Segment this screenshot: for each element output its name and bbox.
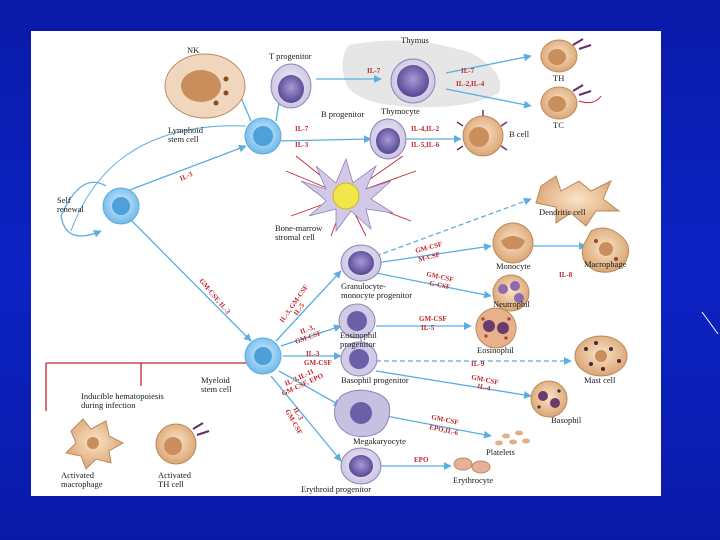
myeloid-stem-cell xyxy=(244,337,282,375)
label-act-th-2: TH cell xyxy=(158,479,184,489)
cyto-ery-epo: EPO xyxy=(414,456,429,464)
lymphoid-stem-cell xyxy=(244,117,282,155)
nk-cell xyxy=(164,53,246,119)
erythroid-progenitor-cell xyxy=(340,447,382,485)
hematopoiesis-diagram: NK T progenitor Thymus Thymocyte TH TC L… xyxy=(31,31,661,496)
label-inducible-1: Inducible hematopoiesis xyxy=(81,391,164,401)
th-cell xyxy=(540,38,592,73)
granulocyte-monocyte-progenitor-cell xyxy=(340,244,382,282)
label-macrophage: Macrophage xyxy=(584,259,627,269)
left-loop-arrow xyxy=(70,125,247,232)
inducible-bracket xyxy=(45,362,251,411)
cyto-thymocyte-il2il4: IL-2,IL-4 xyxy=(456,80,485,88)
erythrocytes xyxy=(453,457,491,474)
label-eo-progenitor-1: Eosinophil xyxy=(340,330,377,340)
cyto-mast-il9: IL-9 xyxy=(471,360,485,368)
label-thymocyte: Thymocyte xyxy=(381,106,420,116)
label-basophil: Basophil xyxy=(551,415,582,425)
label-stromal-1: Bone-marrow xyxy=(275,223,323,233)
label-eosinophil: Eosinophil xyxy=(477,345,514,355)
label-dendritic: Dendritic cell xyxy=(539,207,586,217)
hematopoietic-stem-cell xyxy=(102,187,140,225)
thymocyte-cell xyxy=(390,58,436,104)
eosinophil-progenitor-cell xyxy=(338,303,376,339)
cyto-basophil-il4: IL-4 xyxy=(477,382,492,393)
label-thymus: Thymus xyxy=(401,35,429,45)
basophil-cell xyxy=(530,380,568,418)
cyto-eo-gmcsf: GM-CSF xyxy=(419,315,447,323)
cyto-lymphoid-il7: IL-7 xyxy=(295,125,309,133)
label-erythroid: Erythroid progenitor xyxy=(301,484,371,494)
b-cell xyxy=(456,110,508,157)
cyto-self-il3: IL-3 xyxy=(178,170,194,183)
macrophage-cell xyxy=(581,227,630,273)
basophil-progenitor-cell xyxy=(340,341,378,377)
label-th: TH xyxy=(553,73,564,83)
cyto-mono-il8: IL-8 xyxy=(559,271,573,279)
cyto-eo-prog-a: IL-3, GM-CSF xyxy=(278,283,310,324)
megakaryocyte-cell xyxy=(334,389,391,437)
label-act-macro-1: Activated xyxy=(61,470,95,480)
dendritic-cell xyxy=(535,175,621,227)
cyto-lymphoid-il3: IL-3 xyxy=(295,141,309,149)
b-progenitor-cell xyxy=(369,118,407,160)
label-stromal-2: stromal cell xyxy=(275,232,316,242)
platelets xyxy=(495,430,530,446)
lineage-arrows xyxy=(126,53,587,470)
cyto-b-il4il2: IL-4,IL-2 xyxy=(411,125,440,133)
label-granulocyte-1: Granulocyte- xyxy=(341,281,386,291)
label-tc: TC xyxy=(553,120,564,130)
cyto-t-il7: IL-7 xyxy=(367,67,381,75)
label-monocyte: Monocyte xyxy=(496,261,531,271)
decorative-line xyxy=(701,311,719,335)
label-erythrocyte: Erythrocyte xyxy=(453,475,493,485)
cyto-b-il5il6: IL-5,IL-6 xyxy=(411,141,440,149)
label-nk: NK xyxy=(187,45,200,55)
label-act-macro-2: macrophage xyxy=(61,479,103,489)
cyto-thymocyte-il7: IL-7 xyxy=(461,67,475,75)
cyto-myeloid-gmcsf-il3: GM-CSF, IL-3 xyxy=(197,277,232,316)
monocyte-cell xyxy=(492,222,534,264)
self-renewal-arrow xyxy=(60,181,107,238)
cyto-baso-il3: IL-3 xyxy=(306,350,320,358)
label-granulocyte-2: monocyte progenitor xyxy=(341,290,412,300)
label-act-th-1: Activated xyxy=(158,470,192,480)
stromal-cell xyxy=(300,157,394,233)
cyto-baso-gmcsf: GM-CSF xyxy=(304,359,332,367)
cyto-eo-il5: IL-5 xyxy=(421,324,435,332)
label-megakaryocyte: Megakaryocyte xyxy=(353,436,406,446)
label-lymphoid-2: stem cell xyxy=(168,134,199,144)
label-eo-progenitor-2: progenitor xyxy=(340,339,376,349)
neutrophil-cell xyxy=(492,274,530,312)
tc-cell xyxy=(540,84,602,120)
activated-macrophage-cell xyxy=(64,418,125,470)
t-progenitor-cell xyxy=(270,63,312,109)
mast-cell xyxy=(574,335,628,377)
label-platelets: Platelets xyxy=(486,447,515,457)
label-b-progenitor: B progenitor xyxy=(321,109,364,119)
label-self-1: Self xyxy=(57,195,71,205)
cell-labels: NK T progenitor Thymus Thymocyte TH TC L… xyxy=(57,35,627,494)
eosinophil-cell xyxy=(475,307,517,349)
label-myeloid-2: stem cell xyxy=(201,384,232,394)
diagram-canvas: NK T progenitor Thymus Thymocyte TH TC L… xyxy=(45,35,630,494)
label-basophil-progenitor: Basophil progenitor xyxy=(341,375,409,385)
label-mast-cell: Mast cell xyxy=(584,375,616,385)
label-self-2: renewal xyxy=(57,204,85,214)
label-b-cell: B cell xyxy=(509,129,530,139)
activated-th-cell xyxy=(155,422,210,465)
label-t-progenitor: T progenitor xyxy=(269,51,312,61)
label-inducible-2: during infection xyxy=(81,400,136,410)
label-lymphoid-1: Lymphoid xyxy=(168,125,204,135)
label-myeloid-1: Myeloid xyxy=(201,375,231,385)
label-neutrophil: Neutrophil xyxy=(493,299,530,309)
